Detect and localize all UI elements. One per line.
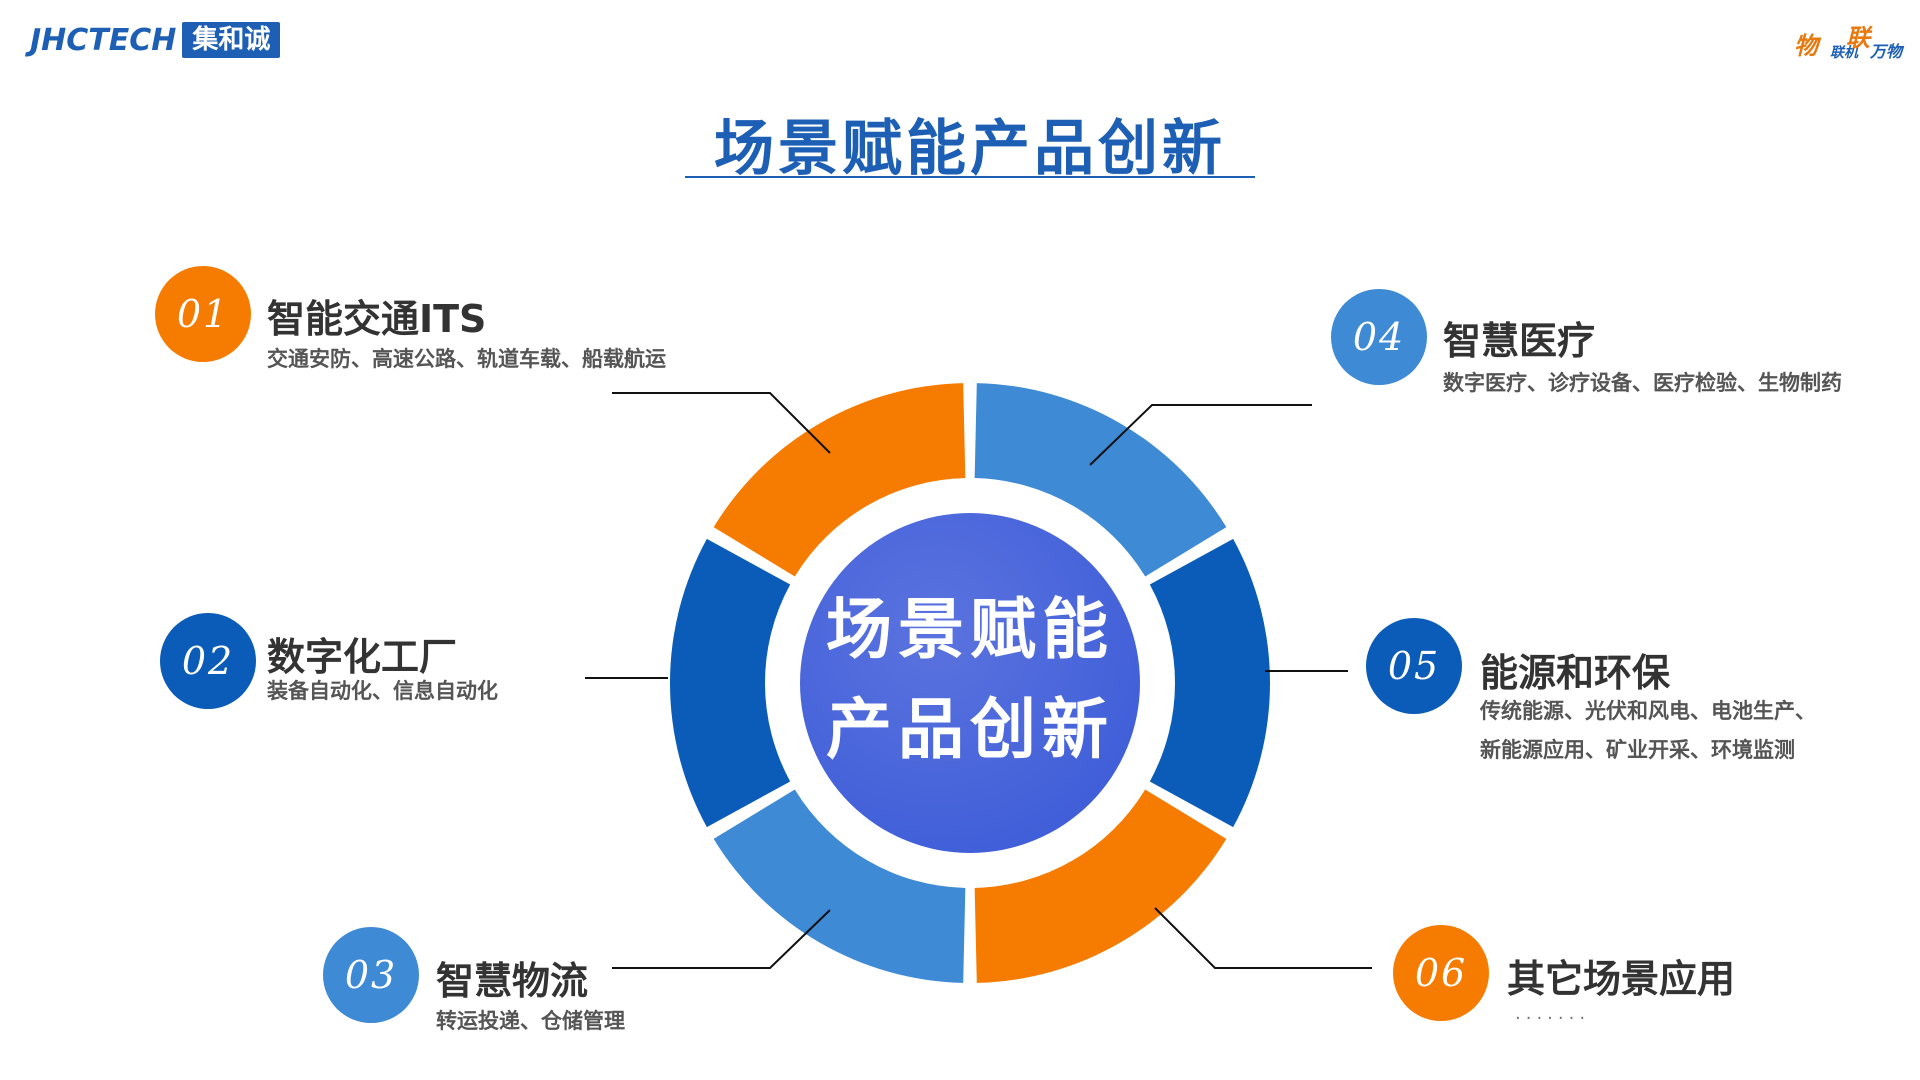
center-line-1: 场景赋能 (826, 591, 1114, 668)
item-title-03: 智慧物流 (436, 959, 589, 1003)
badge-06: 06 (1393, 925, 1489, 1021)
brand-char-1: 物 (1794, 31, 1818, 60)
badge-03: 03 (323, 927, 419, 1023)
item-title-04: 智慧医疗 (1443, 319, 1596, 363)
ring-segment-04 (974, 383, 1227, 577)
item-sub-04: 数字医疗、诊疗设备、医疗检验、生物制药 (1443, 371, 1842, 395)
iot-brand-mark: 物 联机 联 万物 (1784, 16, 1904, 66)
title-underline (685, 176, 1255, 178)
badge-02: 02 (160, 613, 256, 709)
item-sub-03: 转运投递、仓储管理 (436, 1009, 625, 1033)
item-sub-01: 交通安防、高速公路、轨道车载、船载航运 (267, 347, 666, 371)
connector-04 (1089, 404, 1312, 466)
company-logo: JHCTECH 集和诚 (30, 22, 281, 58)
connector-03 (612, 909, 831, 969)
page-title: 场景赋能产品创新 (714, 114, 1226, 184)
logo-latin-text: JHCTECH (30, 22, 177, 58)
ring-segment-03 (713, 789, 966, 983)
ring-segment-06 (974, 789, 1227, 983)
logo-cjk-text: 集和诚 (182, 22, 281, 58)
center-line-2: 产品创新 (826, 691, 1114, 768)
item-sub-06: ······· (1515, 1008, 1591, 1029)
brand-char-2: 联机 (1830, 45, 1858, 61)
item-sub-05: 传统能源、光伏和风电、电池生产、 (1480, 699, 1816, 723)
item-sub-05b: 新能源应用、矿业开采、环境监测 (1480, 738, 1795, 762)
item-title-02: 数字化工厂 (267, 635, 458, 679)
badge-05: 05 (1366, 618, 1462, 714)
item-title-06: 其它场景应用 (1507, 957, 1736, 1001)
badge-01: 01 (155, 266, 251, 362)
item-title-05: 能源和环保 (1480, 651, 1671, 695)
connector-01 (612, 392, 831, 454)
badge-04: 04 (1331, 289, 1427, 385)
connector-06 (1154, 907, 1372, 969)
brand-char-3: 联 (1846, 23, 1870, 52)
brand-char-4: 万物 (1870, 42, 1903, 61)
ring-segment-01 (713, 383, 966, 577)
ring-segment-05 (1149, 538, 1270, 828)
center-label: 场景赋能 产品创新 (800, 580, 1140, 780)
item-sub-02: 装备自动化、信息自动化 (267, 679, 498, 703)
ring-segment-02 (670, 538, 791, 828)
item-title-01: 智能交通ITS (267, 297, 487, 341)
center-circle (800, 513, 1140, 853)
